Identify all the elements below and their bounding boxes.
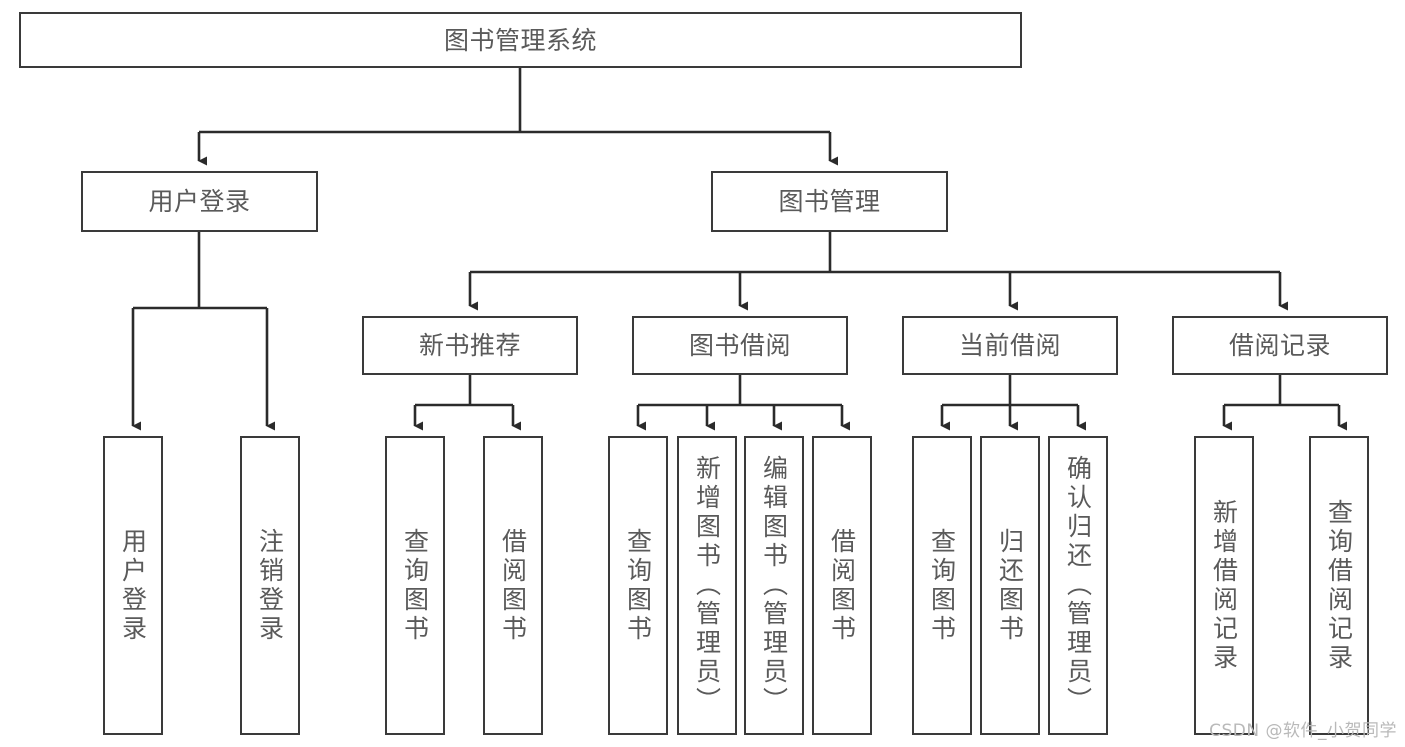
csdn-watermark: CSDN @软件_小贺同学 xyxy=(1209,721,1397,741)
node-label: 编辑图书（管理员） xyxy=(759,455,789,716)
leaf-current-confirm-return-admin[interactable]: 确认归还（管理员） xyxy=(1048,436,1108,735)
leaf-borrow-borrow-book[interactable]: 借阅图书 xyxy=(812,436,872,735)
node-book-management[interactable]: 图书管理 xyxy=(711,171,948,232)
node-label: 查询借阅记录 xyxy=(1324,498,1354,673)
node-label: 新增借阅记录 xyxy=(1209,498,1239,673)
node-root-system[interactable]: 图书管理系统 xyxy=(19,12,1022,68)
leaf-borrow-add-book-admin[interactable]: 新增图书（管理员） xyxy=(677,436,737,735)
node-label: 图书管理 xyxy=(778,187,881,216)
node-user-login[interactable]: 用户登录 xyxy=(81,171,318,232)
leaf-user-login[interactable]: 用户登录 xyxy=(103,436,163,735)
node-label: 查询图书 xyxy=(927,527,957,644)
node-borrow-record[interactable]: 借阅记录 xyxy=(1172,316,1388,375)
leaf-logout[interactable]: 注销登录 xyxy=(240,436,300,735)
node-label: 新书推荐 xyxy=(418,331,521,360)
node-label: 用户登录 xyxy=(148,187,251,216)
node-label: 确认归还（管理员） xyxy=(1063,455,1093,716)
node-label: 借阅图书 xyxy=(827,527,857,644)
leaf-borrow-edit-book-admin[interactable]: 编辑图书（管理员） xyxy=(744,436,804,735)
node-label: 查询图书 xyxy=(400,527,430,644)
leaf-record-add-record[interactable]: 新增借阅记录 xyxy=(1194,436,1254,735)
leaf-borrow-query-book[interactable]: 查询图书 xyxy=(608,436,668,735)
node-label: 图书借阅 xyxy=(688,331,791,360)
leaf-current-return-book[interactable]: 归还图书 xyxy=(980,436,1040,735)
leaf-current-query-book[interactable]: 查询图书 xyxy=(912,436,972,735)
node-current-borrow[interactable]: 当前借阅 xyxy=(902,316,1118,375)
node-label: 借阅图书 xyxy=(498,527,528,644)
leaf-newbook-borrow-book[interactable]: 借阅图书 xyxy=(483,436,543,735)
node-label: 归还图书 xyxy=(995,527,1025,644)
node-label: 查询图书 xyxy=(623,527,653,644)
node-label: 用户登录 xyxy=(118,527,148,644)
node-label: 注销登录 xyxy=(255,527,285,644)
node-label: 借阅记录 xyxy=(1228,331,1331,360)
leaf-newbook-query-book[interactable]: 查询图书 xyxy=(385,436,445,735)
node-new-book-recommend[interactable]: 新书推荐 xyxy=(362,316,578,375)
node-book-borrow[interactable]: 图书借阅 xyxy=(632,316,848,375)
leaf-record-query-record[interactable]: 查询借阅记录 xyxy=(1309,436,1369,735)
node-label: 图书管理系统 xyxy=(443,25,597,55)
node-label: 当前借阅 xyxy=(958,331,1061,360)
node-label: 新增图书（管理员） xyxy=(692,455,722,716)
